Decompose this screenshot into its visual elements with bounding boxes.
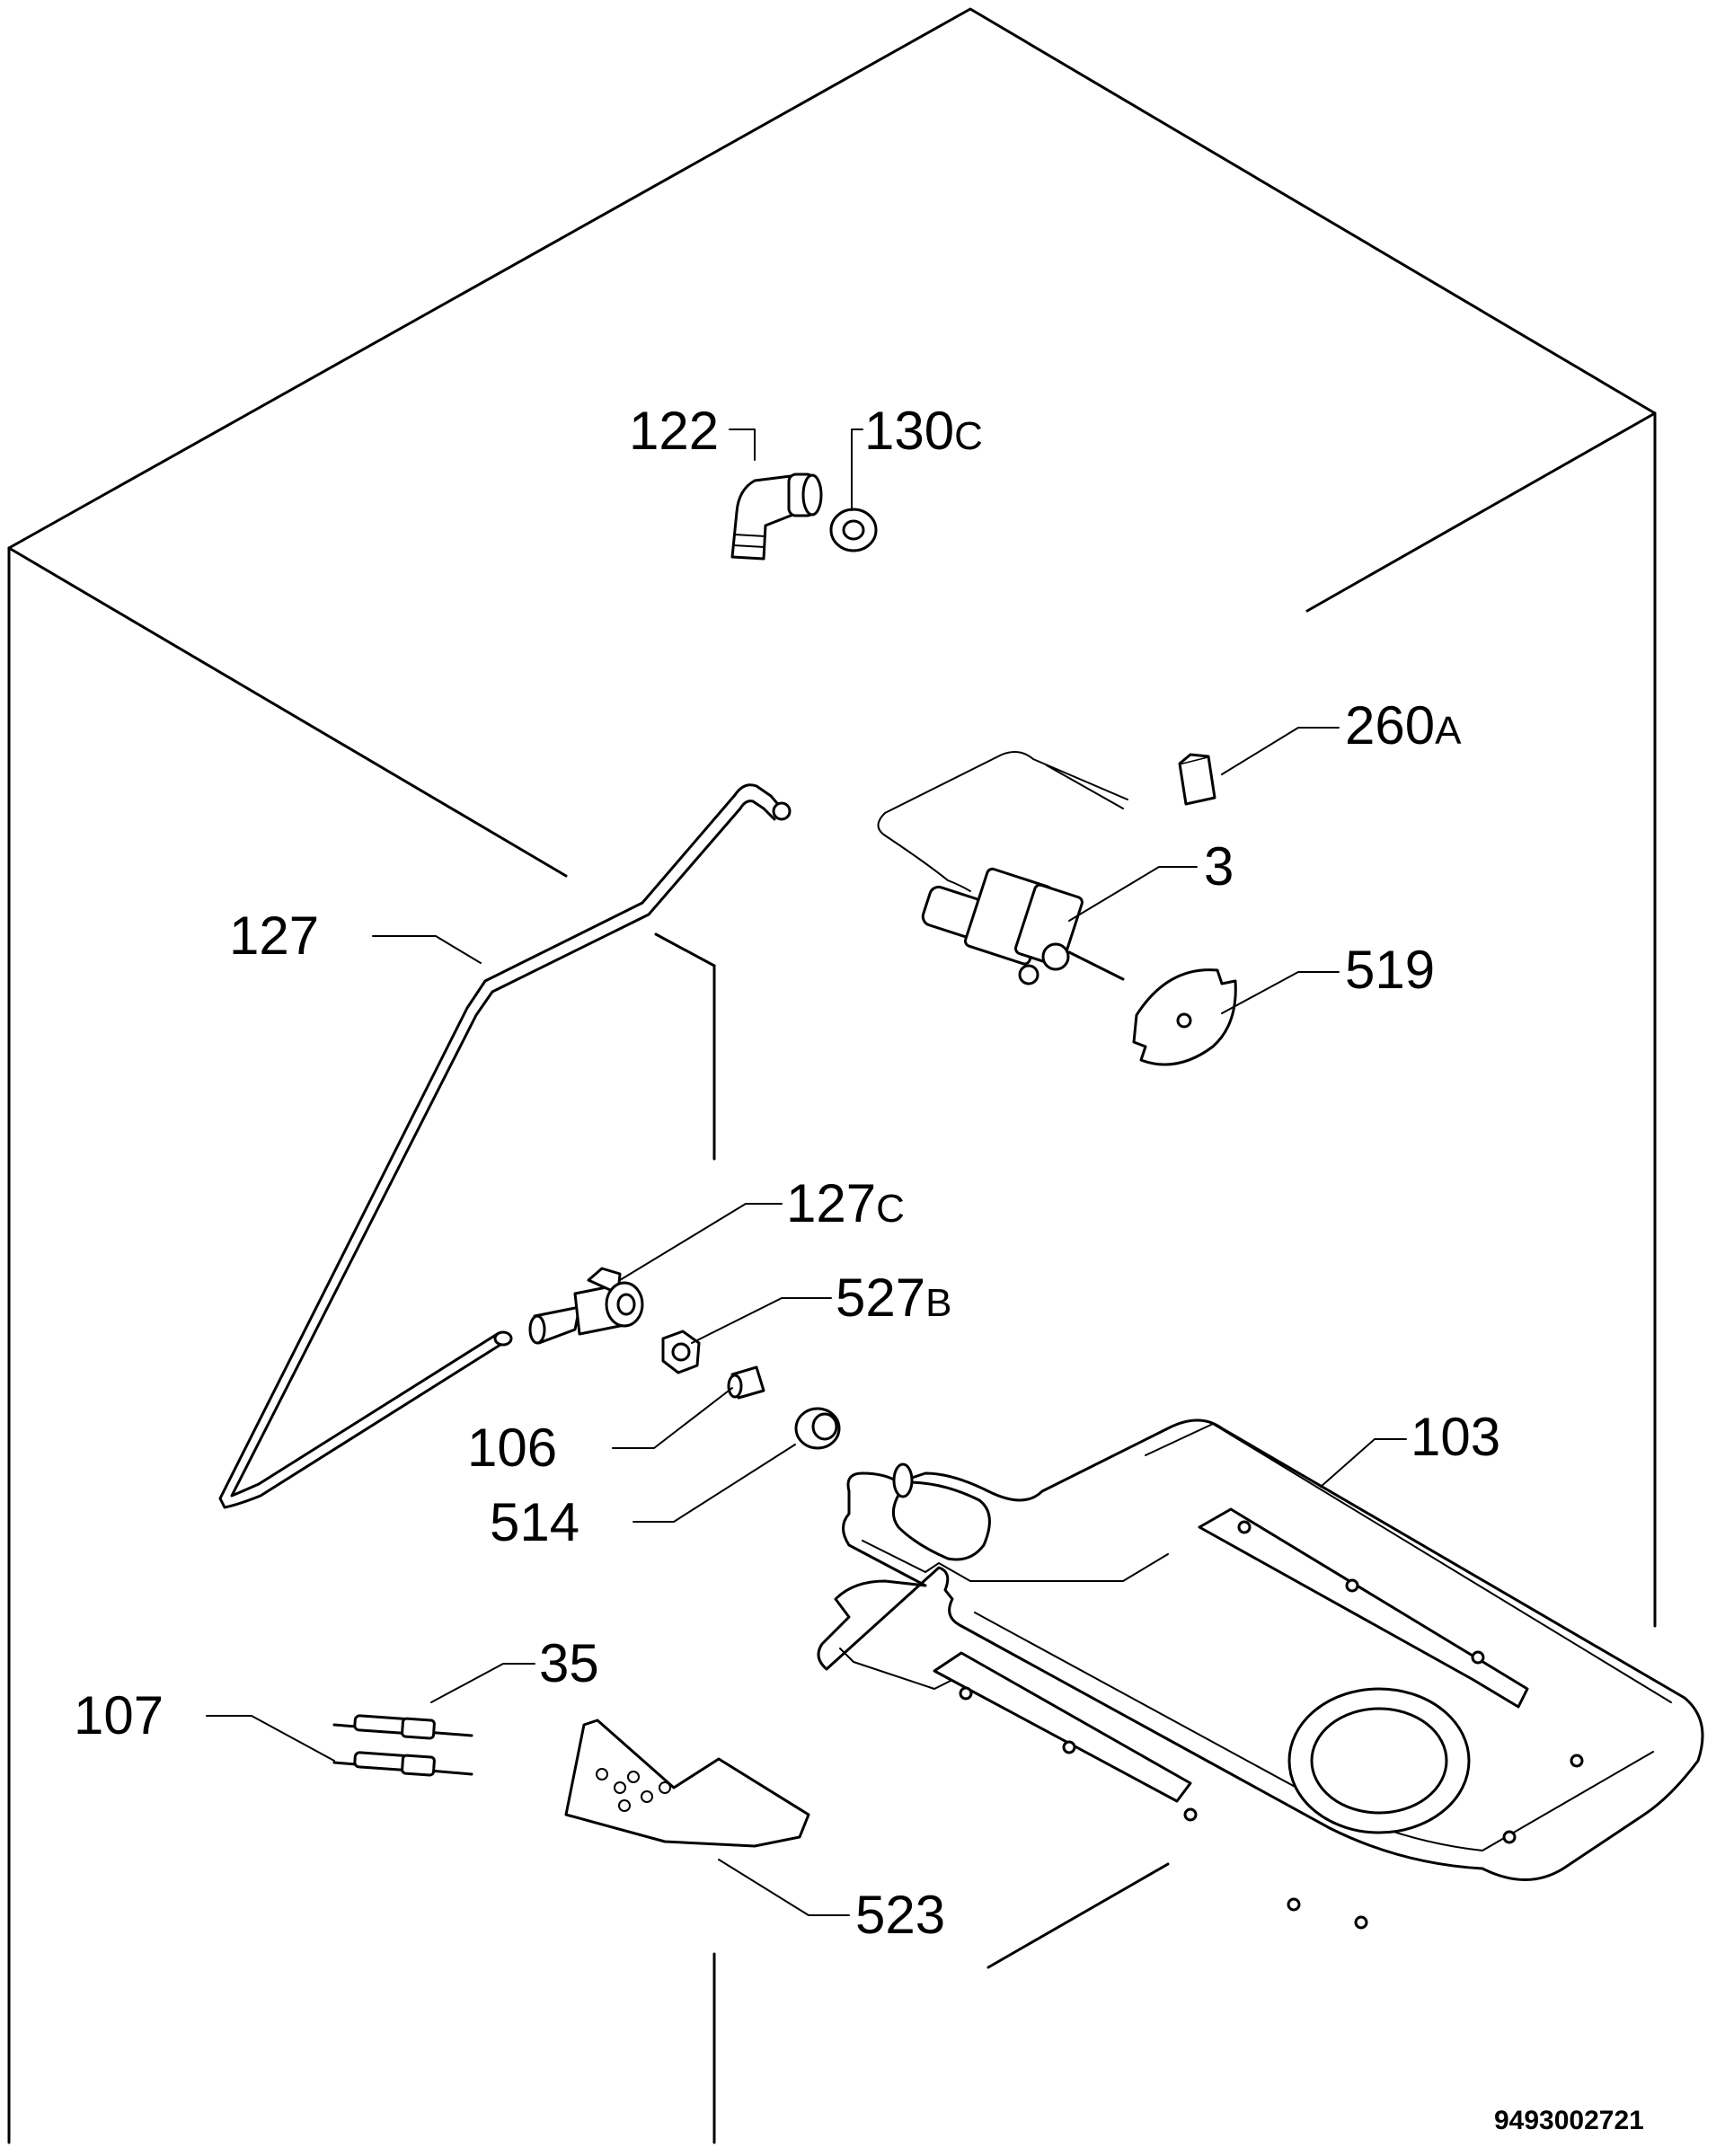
label-3: 3: [1204, 836, 1234, 897]
cabinet-outline: [7, 7, 1657, 2144]
label-127c: 127C: [786, 1173, 905, 1233]
jet-106: [727, 1365, 765, 1400]
leader-lines: [206, 429, 1407, 1916]
gas-pipe-127: [218, 783, 792, 1509]
elbow-fitting-122: [730, 473, 823, 561]
label-106: 106: [467, 1418, 557, 1478]
part-labels: 122 130C 260A 3 519 127 127C 527B 106 51…: [74, 401, 1500, 1945]
burner-103: [817, 1418, 1704, 1930]
electrode-107: [332, 1751, 473, 1777]
bracket-523: [564, 1719, 810, 1848]
label-514: 514: [490, 1492, 579, 1552]
union-fitting-127c: [528, 1267, 644, 1345]
label-122: 122: [629, 401, 719, 461]
label-260a: 260A: [1345, 695, 1462, 755]
label-523: 523: [855, 1885, 945, 1945]
label-35: 35: [539, 1633, 599, 1693]
label-519: 519: [1345, 940, 1435, 1000]
drawing-code: 9493002721: [1494, 2106, 1644, 2135]
shield-disc-519: [1132, 968, 1237, 1066]
bush-514: [794, 1407, 841, 1450]
clip-260a: [1178, 753, 1216, 806]
electrode-35: [332, 1714, 473, 1740]
label-107: 107: [74, 1685, 164, 1745]
ring-130c: [829, 508, 878, 552]
label-103: 103: [1411, 1407, 1500, 1467]
label-527b: 527B: [836, 1268, 951, 1328]
nut-527b: [661, 1330, 701, 1374]
gas-valve-3: [877, 750, 1128, 985]
label-130c: 130C: [864, 401, 983, 461]
label-127: 127: [229, 906, 319, 966]
